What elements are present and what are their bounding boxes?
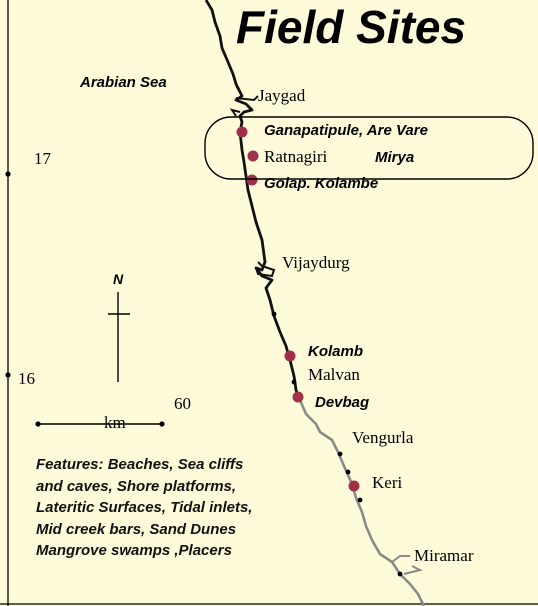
town-label-miramar: Miramar: [414, 546, 474, 565]
scale-bar: [35, 421, 165, 427]
latitude-tick-16: [5, 372, 11, 378]
ratnagiri-highlight-outline: [204, 116, 534, 180]
latitude-label-17: 17: [34, 149, 51, 168]
scale-bar-unit-label: km: [104, 413, 126, 432]
town-label-vijaydurg: Vijaydurg: [282, 253, 350, 272]
site-marker-keri: [348, 480, 360, 492]
latitude-label-16: 16: [18, 369, 35, 388]
features-line: Features: Beaches, Sea cliffs: [36, 456, 244, 473]
site-marker-ganapatipule: [236, 126, 248, 138]
jaygad-inlet: [229, 95, 259, 117]
north-arrow-label: N: [113, 271, 124, 287]
site-label-mirya: Mirya: [375, 149, 415, 166]
location-dot-miramar: [397, 571, 403, 577]
location-dot: [357, 497, 363, 503]
site-label-devbag: Devbag: [315, 394, 370, 411]
location-dot: [271, 311, 277, 317]
site-label-ganapatipule: Ganapatipule, Are Vare: [264, 122, 428, 139]
site-marker-devbag: [292, 391, 304, 403]
town-label-ratnagiri: Ratnagiri: [264, 147, 328, 166]
town-label-keri: Keri: [372, 473, 403, 492]
site-marker-kolamb: [284, 350, 296, 362]
features-line: and caves, Shore platforms,: [36, 477, 237, 495]
town-label-vengurla: Vengurla: [352, 428, 414, 447]
location-dot-vengurla: [337, 451, 343, 457]
features-line: Lateritic Surfaces, Tidal inlets,: [36, 499, 253, 516]
scale-bar-value-label: 60: [174, 394, 191, 413]
town-label-jaygad: Jaygad: [258, 86, 306, 105]
latitude-tick-17: [5, 171, 11, 177]
town-label-malvan: Malvan: [308, 365, 360, 384]
features-line: Mangrove swamps ,Placers: [36, 542, 232, 559]
features-list: Features: Beaches, Sea cliffs and caves,…: [36, 454, 376, 562]
features-line: Mid creek bars, Sand Dunes: [36, 520, 237, 538]
miramar-estuary: [391, 555, 423, 575]
location-dot: [345, 469, 351, 475]
site-label-golap: Golap. Kolambe: [264, 175, 379, 192]
site-marker-ratnagiri: [247, 150, 259, 162]
location-dot-malvan: [291, 379, 297, 385]
site-marker-golap: [246, 174, 258, 186]
coastline-north: [204, 0, 302, 401]
site-label-kolamb: Kolamb: [308, 343, 364, 360]
map-title: Field Sites: [236, 1, 467, 53]
vijaydurg-inlet: [255, 261, 276, 278]
north-arrow-icon: [108, 292, 130, 382]
sea-label: Arabian Sea: [80, 74, 167, 91]
